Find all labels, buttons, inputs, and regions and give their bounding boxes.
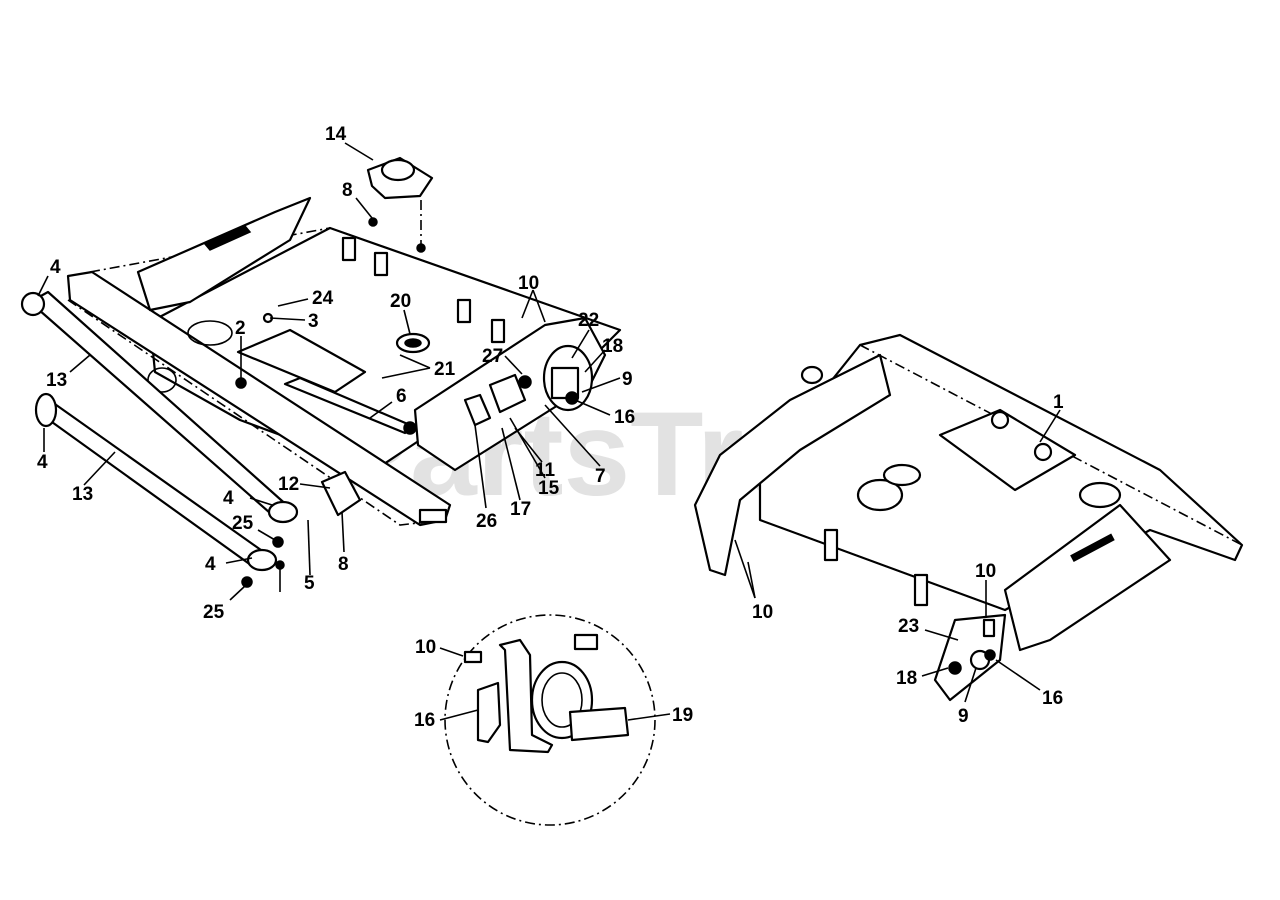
battery-plate-1-post [1033, 442, 1053, 462]
nut-8 [368, 217, 378, 227]
callout-19[interactable]: 19 [672, 705, 693, 726]
callout-8[interactable]: 8 [342, 180, 353, 201]
callout-16[interactable]: 16 [614, 407, 635, 428]
left-frame-assembly [20, 156, 622, 588]
detail-spring-ring-inner [541, 672, 583, 728]
nut-16 [984, 649, 996, 661]
left-bracket [456, 298, 472, 324]
left-bracket [490, 318, 506, 344]
callout-8[interactable]: 8 [338, 554, 349, 575]
detail-circle [444, 614, 656, 826]
callout-11[interactable]: 11 [535, 460, 556, 481]
callout-25[interactable]: 25 [203, 602, 225, 623]
callout-25[interactable]: 25 [232, 513, 254, 534]
nut [416, 243, 426, 253]
callout-21[interactable]: 21 [434, 359, 456, 380]
right-rear-housing-label [1070, 533, 1115, 562]
detail-clamp-19 [568, 706, 630, 742]
callout-2[interactable]: 2 [235, 318, 246, 339]
callout-27[interactable]: 27 [482, 346, 503, 367]
callout-20[interactable]: 20 [390, 291, 411, 312]
callout-10[interactable]: 10 [752, 602, 773, 623]
callout-18[interactable]: 18 [602, 336, 623, 357]
callout-10[interactable]: 10 [518, 273, 539, 294]
callout-4[interactable]: 4 [37, 452, 48, 473]
nut-9 [565, 391, 579, 405]
battery-plate-1 [938, 408, 1077, 492]
detail-leaders [439, 647, 671, 721]
rod-end-4-lower [267, 500, 299, 524]
engine-mount-14-top [380, 158, 416, 182]
right-leg [913, 573, 929, 607]
bolt-2 [235, 377, 247, 389]
washer-25 [241, 576, 253, 588]
callout-18[interactable]: 18 [896, 668, 917, 689]
callout-6[interactable]: 6 [396, 386, 407, 407]
callout-5[interactable]: 5 [304, 573, 315, 594]
callout-16[interactable]: 16 [1042, 688, 1063, 709]
left-front-box [136, 196, 312, 312]
left-hub-20-center [404, 338, 422, 348]
rod-end-4-right [246, 548, 278, 572]
callout-4[interactable]: 4 [205, 554, 216, 575]
callout-24[interactable]: 24 [312, 288, 334, 309]
right-frame-hole [1078, 481, 1122, 509]
left-bracket [418, 508, 448, 524]
callout-7[interactable]: 7 [595, 466, 606, 487]
right-hub [882, 463, 922, 487]
washer-25 [272, 536, 284, 548]
callout-12[interactable]: 12 [278, 474, 299, 495]
left-bracket [373, 251, 389, 277]
left-frame-hole [187, 320, 233, 346]
rod-end-4-left [34, 392, 58, 428]
battery-plate-1-post [990, 410, 1010, 430]
pulley-bracket-15 [488, 373, 527, 414]
right-hub [856, 478, 904, 512]
callout-13[interactable]: 13 [72, 484, 93, 505]
bracket-26 [463, 393, 492, 427]
rod-end-4 [20, 291, 46, 317]
left-front-box-emblem [203, 225, 252, 251]
left-leaders [37, 142, 621, 601]
right-leg [823, 528, 839, 562]
callout-10[interactable]: 10 [975, 561, 996, 582]
callout-26[interactable]: 26 [476, 511, 497, 532]
bearing-27 [518, 375, 532, 389]
right-frame-assembly [693, 333, 1244, 702]
callout-15[interactable]: 15 [538, 478, 560, 499]
clip-10 [982, 618, 996, 638]
callouts: 14 8 4 24 3 2 20 10 22 18 27 9 21 6 16 1… [37, 124, 1064, 731]
callout-3[interactable]: 3 [308, 311, 319, 332]
washer [275, 560, 285, 570]
detail-bolt-10 [463, 650, 483, 664]
right-rear-housing [1003, 503, 1172, 652]
callout-23[interactable]: 23 [898, 616, 919, 637]
right-leaders [734, 409, 1061, 703]
left-bracket [341, 236, 357, 262]
callout-9[interactable]: 9 [622, 369, 633, 390]
right-front-shroud [693, 353, 892, 577]
callout-13[interactable]: 13 [46, 370, 67, 391]
detail-clip [573, 633, 599, 651]
callout-1[interactable]: 1 [1053, 392, 1064, 413]
detail-bracket [498, 638, 554, 754]
callout-9[interactable]: 9 [958, 706, 969, 727]
callout-17[interactable]: 17 [510, 499, 531, 520]
right-knob [800, 365, 824, 385]
pivot-bracket-12 [320, 470, 362, 517]
callout-10[interactable]: 10 [415, 637, 436, 658]
callout-14[interactable]: 14 [325, 124, 347, 145]
nut-18 [948, 661, 962, 675]
detail-view [444, 614, 656, 826]
detail-arm-16 [476, 681, 502, 744]
callout-4[interactable]: 4 [50, 257, 61, 278]
lever-arm-6-end [403, 421, 417, 435]
callout-22[interactable]: 22 [578, 310, 599, 331]
callout-4[interactable]: 4 [223, 488, 234, 509]
callout-16[interactable]: 16 [414, 710, 435, 731]
